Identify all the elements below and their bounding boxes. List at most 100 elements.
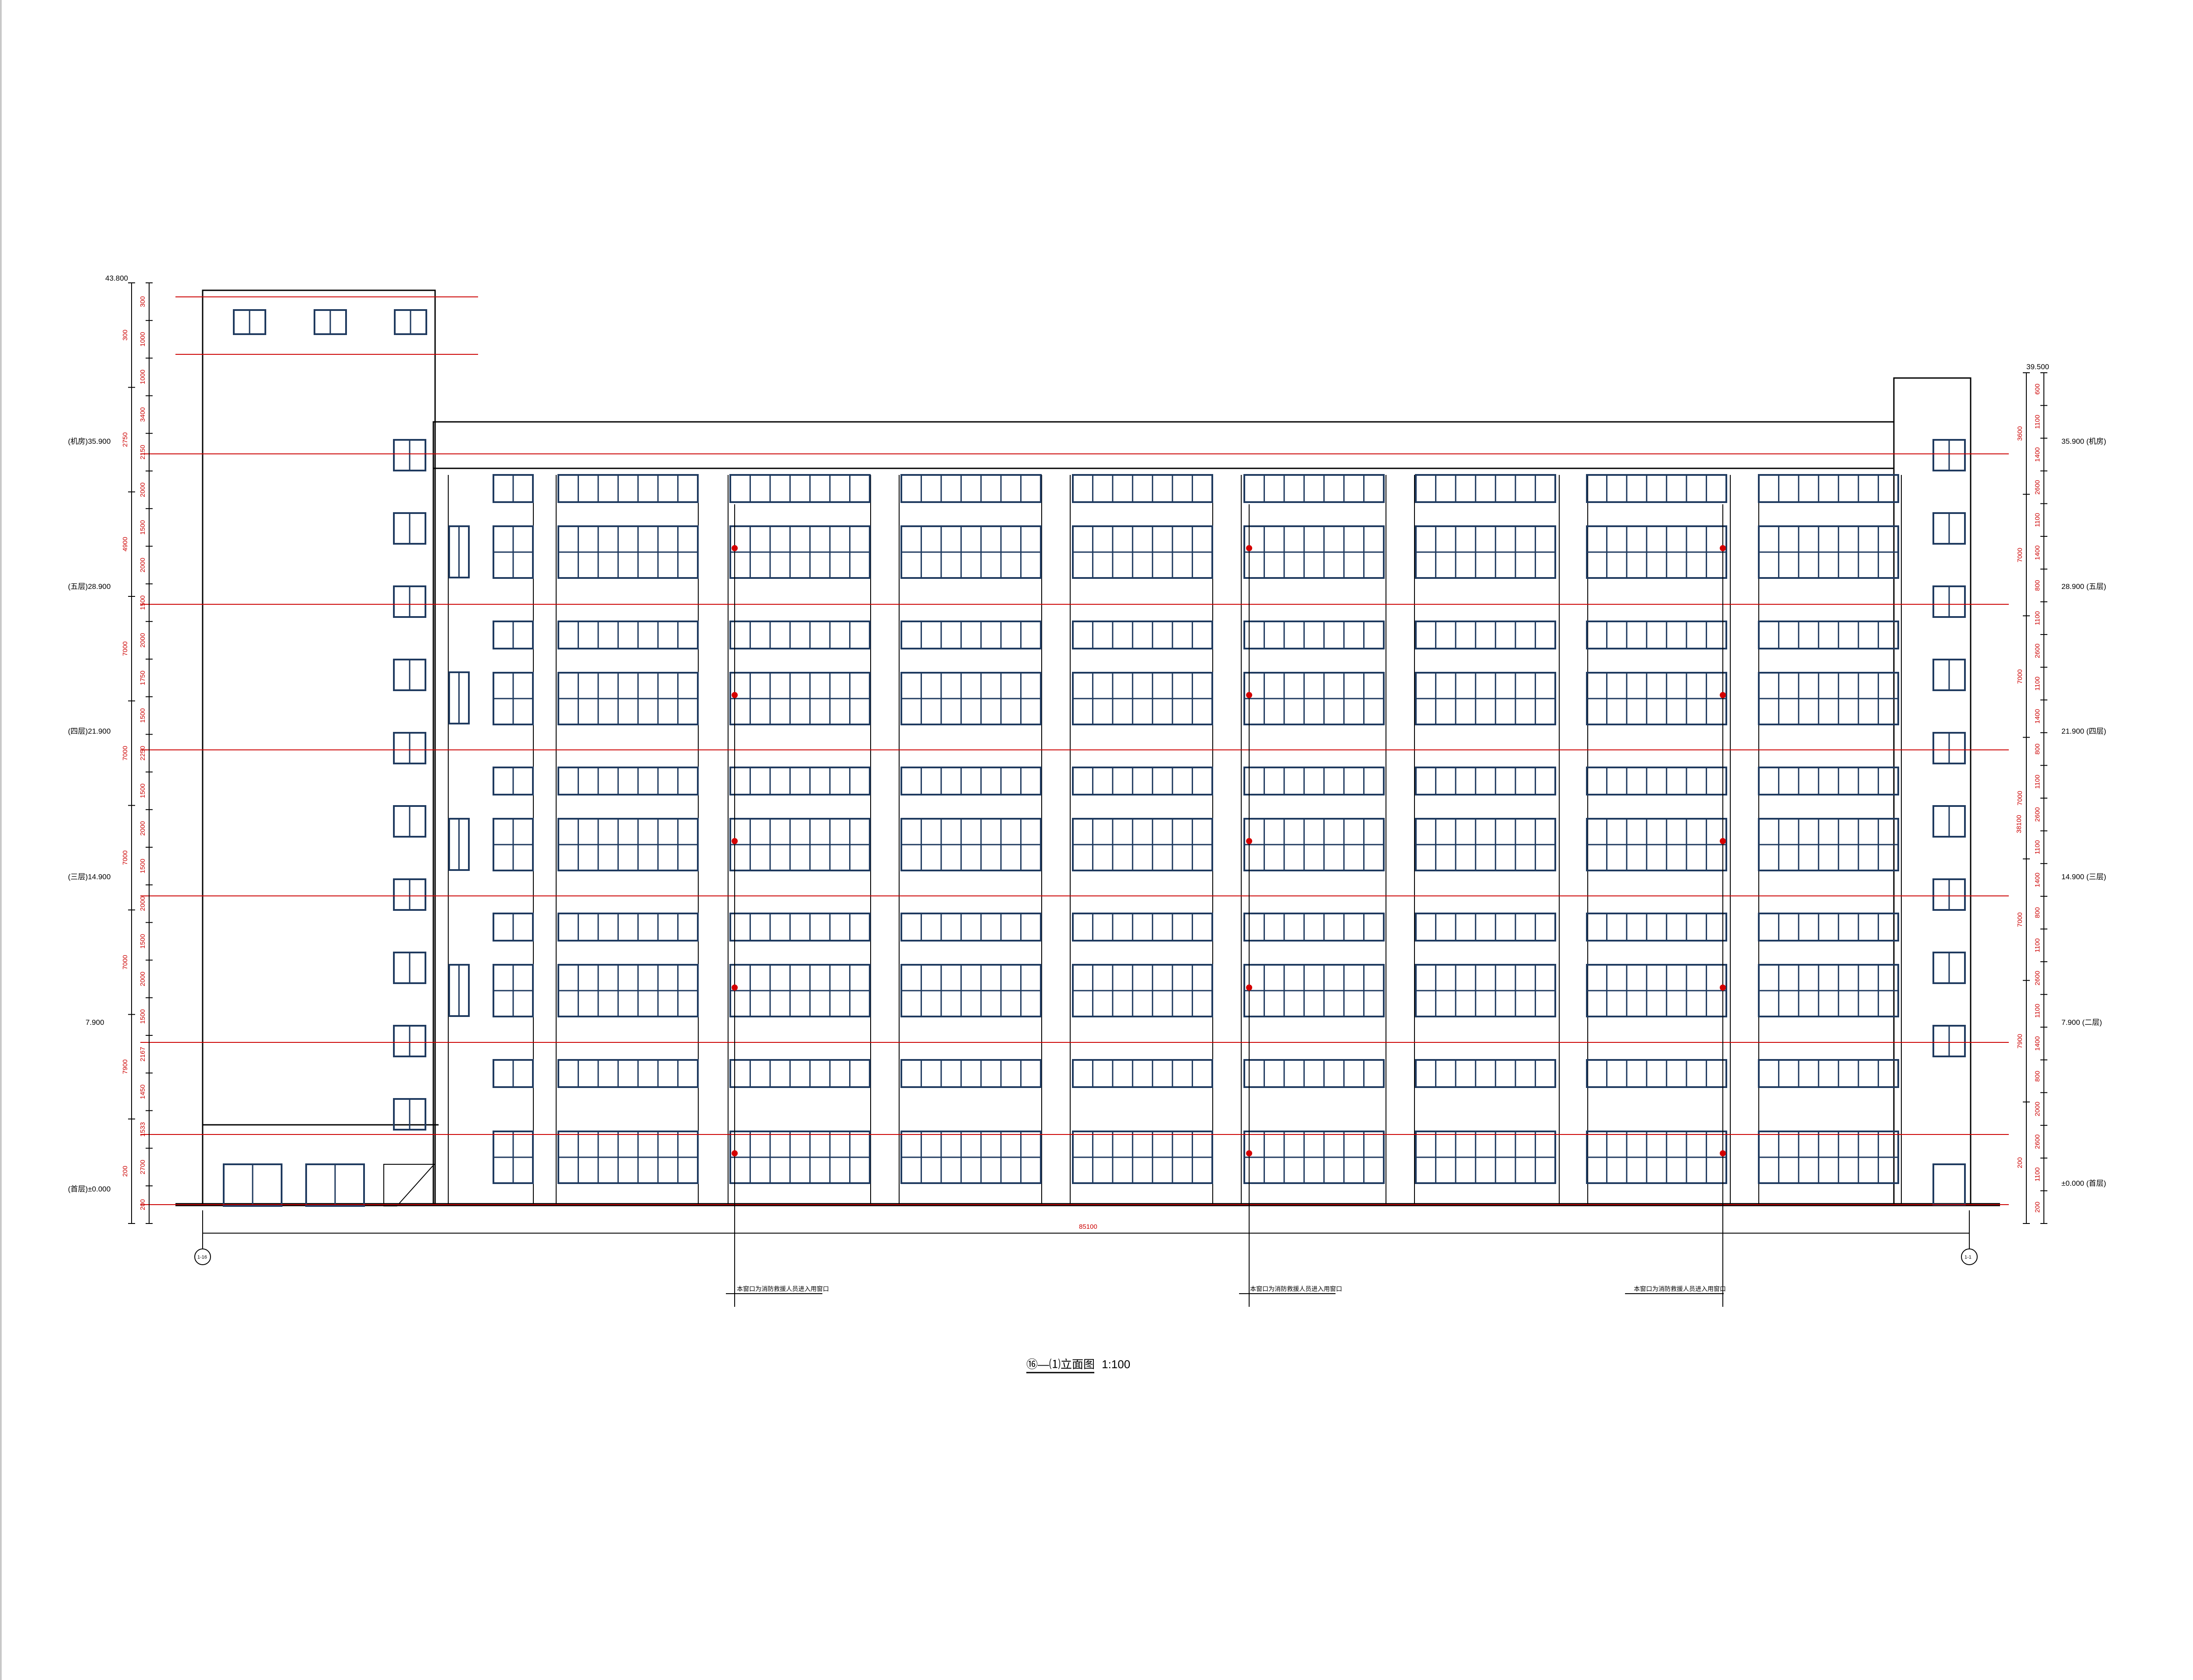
dim-left-inner-value: 1000 xyxy=(139,332,146,346)
window-main xyxy=(493,818,534,871)
window-main xyxy=(1586,964,1727,1017)
window-frame xyxy=(900,767,1042,795)
window-strip-upper xyxy=(1243,913,1385,942)
dim-right-inner-value: 1400 xyxy=(2034,546,2041,560)
rescue-marker xyxy=(1720,984,1726,991)
rescue-marker xyxy=(732,838,738,844)
window-frame xyxy=(1586,621,1727,649)
right-stair-window xyxy=(1932,585,1966,618)
note-3: 本窗口为消防救援人员进入用窗口 xyxy=(1634,1285,1726,1292)
dim-right-outer-value: 7000 xyxy=(2016,791,2024,805)
dim-left-outer-value: 2750 xyxy=(121,432,129,447)
window-frame xyxy=(1072,474,1213,503)
window-strip-upper xyxy=(1072,767,1213,795)
window-frame xyxy=(1243,913,1385,942)
window-frame xyxy=(1415,767,1556,795)
window-frame xyxy=(1586,913,1727,942)
level-lines xyxy=(140,296,2009,1205)
dim-right-inner-value: 200 xyxy=(2034,1202,2041,1213)
window-main xyxy=(1243,672,1385,725)
dim-left-outer-value: 4900 xyxy=(121,537,129,551)
window-main xyxy=(1758,672,1899,725)
window-strip-upper xyxy=(493,1059,534,1088)
dim-left-inner-value: 2000 xyxy=(139,896,146,911)
level-left-f2: 7.900 xyxy=(86,1018,104,1027)
dim-left-inner-value: 3400 xyxy=(139,407,146,422)
left-stair-window xyxy=(393,805,426,838)
dim-right-inner-value: 1100 xyxy=(2034,611,2041,625)
left-stair-window xyxy=(393,1098,426,1131)
dim-right-inner-value: 2600 xyxy=(2034,480,2041,494)
window-frame xyxy=(729,913,871,942)
window-strip-upper xyxy=(1586,913,1727,942)
right-stair-window xyxy=(1932,512,1966,545)
window-main xyxy=(1586,672,1727,725)
window-main xyxy=(900,672,1042,725)
right-stair-window xyxy=(1932,952,1966,984)
level-right-f1: ±0.000 (首层) xyxy=(2061,1179,2106,1188)
window-main xyxy=(1758,525,1899,579)
right-stair-window xyxy=(1932,1025,1966,1057)
dim-left-inner-value: 2150 xyxy=(139,445,146,459)
window-frame xyxy=(1072,767,1213,795)
window-frame xyxy=(1243,474,1385,503)
level-labels-right: 39.500 35.900 (机房) 28.900 (五层) 21.900 (四… xyxy=(2026,363,2106,1188)
dim-left-inner-value: 200 xyxy=(139,1199,146,1210)
window-main xyxy=(729,818,871,871)
window-frame xyxy=(900,474,1042,503)
dim-right-inner-value: 1400 xyxy=(2034,873,2041,887)
window-main xyxy=(900,818,1042,871)
window-main xyxy=(1586,1131,1727,1184)
window-main xyxy=(1072,525,1213,579)
rescue-marker xyxy=(1246,1150,1252,1156)
window-strip-upper xyxy=(1243,621,1385,649)
left-stair-window xyxy=(393,1025,426,1057)
window-main xyxy=(729,525,871,579)
window-frame xyxy=(1758,474,1899,503)
dim-right-outer-value: 3600 xyxy=(2016,426,2024,441)
dim-left-inner-value: 2250 xyxy=(139,746,146,760)
rescue-marker xyxy=(1720,1150,1726,1156)
window-frame xyxy=(1415,474,1556,503)
note-2: 本窗口为消防救援人员进入用窗口 xyxy=(1250,1285,1342,1292)
dim-right-inner-value: 1100 xyxy=(2034,840,2041,854)
dim-right-inner-value: 800 xyxy=(2034,1071,2041,1082)
window-main xyxy=(1758,964,1899,1017)
window-strip-upper xyxy=(1586,1059,1727,1088)
dim-left-outer-value: 200 xyxy=(121,1166,129,1177)
level-right-top: 39.500 xyxy=(2026,363,2049,371)
dim-right-inner-value: 1100 xyxy=(2034,1004,2041,1018)
dim-left-inner-value: 1500 xyxy=(139,708,146,723)
left-stair-window xyxy=(393,732,426,764)
dim-right-inner-value: 2600 xyxy=(2034,807,2041,822)
dim-left-outer-value: 7000 xyxy=(121,850,129,865)
window-frame xyxy=(557,767,699,795)
window-main xyxy=(1758,1131,1899,1184)
axis-bubble-left xyxy=(194,1248,211,1265)
left-stair-window xyxy=(393,585,426,618)
left-stair-window xyxy=(393,512,426,545)
window-main xyxy=(1415,964,1556,1017)
window-main xyxy=(493,525,534,579)
window-frame xyxy=(1243,621,1385,649)
window-main xyxy=(1243,818,1385,871)
dim-left-inner-value: 1500 xyxy=(139,859,146,873)
dim-right-inner-value: 2600 xyxy=(2034,1134,2041,1149)
window-frame xyxy=(900,1059,1042,1088)
level-right-f3: 14.900 (三层) xyxy=(2061,873,2106,881)
stair-windows xyxy=(233,309,1966,1131)
window-frame xyxy=(1415,913,1556,942)
window-main xyxy=(900,964,1042,1017)
window-frame xyxy=(1243,767,1385,795)
right-stair-window xyxy=(1932,659,1966,691)
dim-left-inner-value: 2000 xyxy=(139,558,146,572)
dim-left-outer-value: 300 xyxy=(121,330,129,341)
window-narrow xyxy=(448,525,470,578)
window-strip-upper xyxy=(1758,767,1899,795)
dim-left-inner-value: 1500 xyxy=(139,784,146,798)
window-main xyxy=(1415,1131,1556,1184)
window-main xyxy=(1243,1131,1385,1184)
dim-right-outer-value: 7000 xyxy=(2016,548,2024,562)
